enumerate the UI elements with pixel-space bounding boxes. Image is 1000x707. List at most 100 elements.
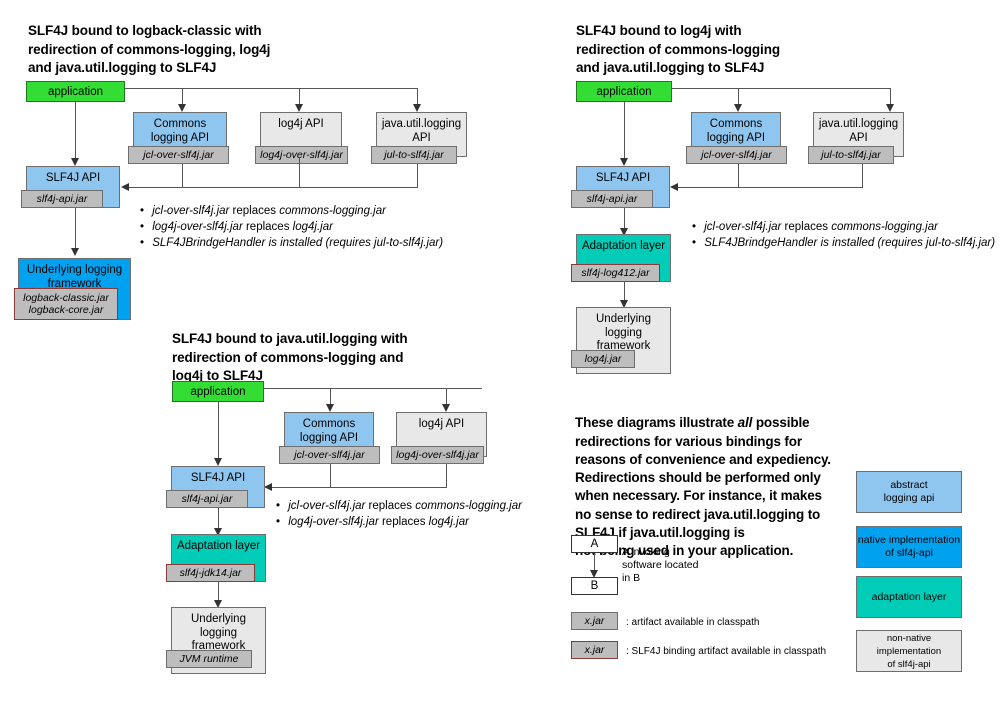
d3-node-application: application: [172, 381, 264, 402]
note-emphasis: all: [737, 415, 753, 431]
legend-swatch-abstract-logging-api: abstract logging api: [856, 471, 962, 513]
d1-bullet-list: jcl-over-slf4j.jar replaces commons-logg…: [140, 203, 443, 251]
d1-jar-slf4j-api: slf4j-api.jar: [21, 190, 103, 208]
d1-bullet-1-pre: jcl-over-slf4j.jar: [152, 205, 230, 217]
d2-bus-horizontal: [672, 88, 890, 89]
d1-log4j-label: log4j API: [278, 118, 324, 130]
d2-jar-slf4j-log412: slf4j-log412.jar: [571, 264, 660, 282]
d2-return-commons: [738, 164, 739, 187]
d3-bullet-1-post: commons-logging.jar: [415, 500, 522, 512]
d1-bus-drop-log4j: [299, 88, 300, 108]
d2-bullet-1: jcl-over-slf4j.jar replaces commons-logg…: [692, 219, 995, 235]
d1-node-application: application: [26, 81, 125, 102]
d2-jul-label: java.util.logging API: [818, 118, 899, 144]
legend-arrow-caption: A invoking software located in B: [622, 546, 699, 584]
d3-slf4j-label: SLF4J API: [190, 472, 246, 484]
d3-arrow-adaptation-to-underlying: [214, 600, 222, 608]
diagram2-title: SLF4J bound to log4j with redirection of…: [576, 23, 781, 75]
d2-jar-log4j: log4j.jar: [571, 350, 635, 368]
d2-slf4j-label: SLF4J API: [595, 172, 651, 184]
d1-bus-drop-commons: [182, 88, 183, 108]
legend-swatch-non-native-implementation: non-native implementation of slf4j-api: [856, 630, 962, 672]
legend-caption-artifact: : artifact available in classpath: [626, 617, 760, 628]
d3-bus-drop-log4j: [446, 388, 447, 408]
d1-line-app-to-slf4j: [75, 102, 76, 160]
d2-bullet-2-pre: SLF4JBrindgeHandler is installed (requir…: [704, 237, 996, 249]
note-line1: These diagrams illustrate: [575, 415, 738, 431]
d2-line-app-to-slf4j: [624, 102, 625, 160]
d1-commons-label: Commons logging API: [150, 118, 210, 144]
d2-arrow-slf4j-to-adaptation: [620, 228, 628, 236]
d2-adaptation-label: Adaptation layer: [581, 240, 666, 252]
d1-bullet-3: SLF4JBrindgeHandler is installed (requir…: [140, 235, 443, 251]
d2-arrow-commons: [734, 104, 742, 112]
d3-jar-jcl-over-slf4j: jcl-over-slf4j.jar: [279, 446, 380, 464]
d2-return-bus: [678, 187, 863, 188]
d3-line-adaptation-to-underlying: [218, 582, 219, 604]
d2-bullet-list: jcl-over-slf4j.jar replaces commons-logg…: [692, 219, 995, 251]
d1-arrow-slf4j-to-underlying: [71, 248, 79, 256]
d2-arrow-adaptation-to-underlying: [620, 300, 628, 308]
d2-arrow-jul: [886, 104, 894, 112]
legend-swatch-adaptation-layer: adaptation layer: [856, 576, 962, 618]
legend-caption-binding-artifact: : SLF4J binding artifact available in cl…: [626, 646, 827, 657]
d2-underlying-label: Underlying logging framework: [596, 313, 651, 352]
d3-arrow-commons: [326, 404, 334, 412]
d1-return-commons: [182, 164, 183, 187]
d1-arrow-into-slf4j: [121, 183, 129, 191]
d3-jar-slf4j-api: slf4j-api.jar: [166, 490, 248, 508]
diagram3-title: SLF4J bound to java.util.logging with re…: [172, 331, 408, 383]
d2-line-adaptation-to-underlying: [624, 282, 625, 304]
d2-jar-jul-to-slf4j: jul-to-slf4j.jar: [808, 146, 894, 164]
d3-jar-jvm-runtime: JVM runtime: [166, 650, 252, 668]
d3-arrow-into-slf4j: [264, 483, 272, 491]
explanatory-note: These diagrams illustrate all possible r…: [575, 396, 875, 561]
d1-bus-horizontal: [125, 88, 417, 89]
d2-bullet-1-pre: jcl-over-slf4j.jar: [704, 221, 782, 233]
legend-chip-binding-artifact: x.jar: [571, 641, 618, 659]
diagram1-title: SLF4J bound to logback-classic with redi…: [28, 23, 271, 75]
d1-underlying-label: Underlying logging framework: [26, 264, 123, 290]
d2-jar-slf4j-api: slf4j-api.jar: [571, 190, 653, 208]
d1-return-bus: [129, 187, 418, 188]
d1-slf4j-label: SLF4J API: [45, 172, 101, 184]
d3-bullet-2-mid: replaces: [378, 516, 429, 528]
legend-chip-artifact: x.jar: [571, 612, 618, 630]
d1-bullet-3-pre: SLF4JBrindgeHandler is installed (requir…: [152, 237, 444, 249]
d3-log4j-label: log4j API: [418, 418, 465, 430]
d3-bullet-1-mid: replaces: [365, 500, 416, 512]
d1-bullet-2-post: log4j.jar: [292, 221, 333, 233]
legend-swatch-native-implementation: native implementation of slf4j-api: [856, 526, 962, 568]
d3-line-app-to-slf4j: [218, 402, 219, 460]
d1-arrow-commons: [178, 104, 186, 112]
d1-arrow-app-to-slf4j: [71, 158, 79, 166]
d3-bullet-2: log4j-over-slf4j.jar replaces log4j.jar: [276, 514, 522, 530]
d2-bullet-1-mid: replaces: [781, 221, 832, 233]
legend-box-b: B: [571, 577, 618, 595]
d3-return-bus: [272, 487, 447, 488]
d3-bus-drop-commons: [330, 388, 331, 408]
d3-arrow-log4j: [442, 404, 450, 412]
d2-jar-jcl-over-slf4j: jcl-over-slf4j.jar: [686, 146, 787, 164]
d2-arrow-into-slf4j: [670, 183, 678, 191]
d3-bus-horizontal: [264, 388, 482, 389]
d1-jar-jcl-over-slf4j: jcl-over-slf4j.jar: [128, 146, 229, 164]
d3-jar-slf4j-jdk14: slf4j-jdk14.jar: [166, 564, 255, 582]
legend-arrow-ab: [590, 570, 598, 578]
d2-commons-label: Commons logging API: [706, 118, 766, 144]
legend-box-a: A: [571, 535, 618, 553]
d1-bullet-1-mid: replaces: [229, 205, 280, 217]
d3-bullet-2-post: log4j.jar: [428, 516, 469, 528]
d2-arrow-app-to-slf4j: [620, 158, 628, 166]
d3-line-slf4j-to-adaptation: [218, 508, 219, 530]
d2-bus-drop-commons: [738, 88, 739, 108]
d1-bullet-2: log4j-over-slf4j.jar replaces log4j.jar: [140, 219, 443, 235]
d2-node-application: application: [576, 81, 672, 102]
d1-jar-log4j-over-slf4j: log4j-over-slf4j.jar: [255, 146, 348, 164]
d1-return-jul: [417, 164, 418, 187]
d1-line-slf4j-to-underlying: [75, 208, 76, 250]
d3-return-commons: [330, 464, 331, 487]
d3-return-log4j: [446, 464, 447, 487]
d1-bullet-2-mid: replaces: [242, 221, 293, 233]
